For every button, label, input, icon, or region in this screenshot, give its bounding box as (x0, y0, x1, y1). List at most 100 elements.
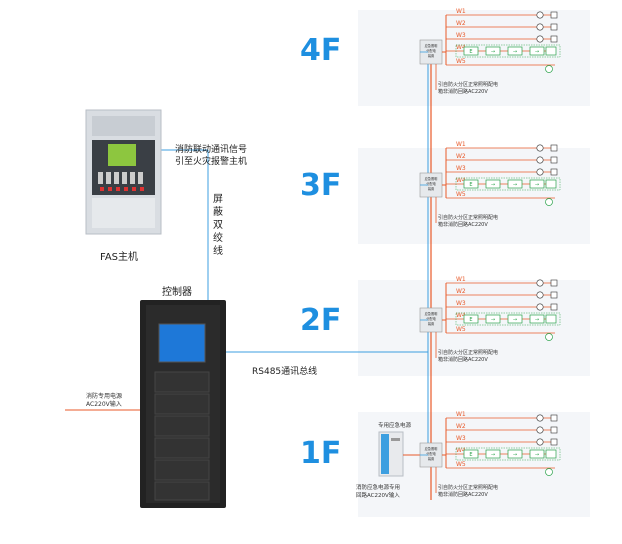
lamp-icon (536, 414, 544, 422)
panel-label-3f-3: 装置 (428, 186, 434, 191)
lamp-icon (536, 23, 544, 31)
lamp-icon (536, 438, 544, 446)
circuit-label-1f-w4: W4 (456, 447, 466, 454)
supply-note-line2-2f: 箱非消防回路AC220V (438, 356, 488, 363)
exit-sign-icon (463, 314, 479, 324)
floor-label-2f: 2F (300, 303, 341, 338)
circuit-label-2f-w1: W1 (456, 276, 466, 283)
exit-sign-icon (463, 46, 479, 56)
detector-icon (550, 438, 558, 446)
arrow-glyph: → (513, 49, 517, 55)
panel-label-2f-3: 装置 (428, 321, 434, 326)
fas-host (85, 109, 162, 235)
circuit-label-4f-w2: W2 (456, 20, 466, 27)
circuit-label-2f-w4: W4 (456, 312, 466, 319)
fas-host-label: FAS主机 (100, 250, 138, 263)
arrow-glyph: → (491, 317, 495, 323)
exit-sign-icon (463, 179, 479, 189)
floor-wiring-1f: 应急照明分配电装置W1W2W3W4E→→→W5引自防火分区正常照明配电箱非消防回… (419, 411, 561, 498)
exit-sign-icon (463, 449, 479, 459)
emergency-power-title: 专用应急电源 (378, 421, 412, 429)
circuit-label-2f-w3: W3 (456, 300, 466, 307)
emergency-power-note1: 消防应急电源专用 (356, 483, 400, 491)
circuit-label-3f-w1: W1 (456, 141, 466, 148)
arrow-glyph: → (535, 317, 539, 323)
direction-sign-icon (507, 449, 523, 459)
circuit-label-4f-w5: W5 (456, 58, 466, 65)
detector-icon (550, 11, 558, 19)
lamp-icon (536, 426, 544, 434)
controller-cabinet (140, 300, 226, 508)
arrow-glyph: → (535, 49, 539, 55)
detector-icon (550, 291, 558, 299)
arrow-glyph: → (535, 452, 539, 458)
fas-signal-line2: 引至火灾报警主机 (175, 155, 247, 167)
exit-sign-glyph: E (469, 452, 472, 458)
supply-note-line1-2f: 引自防火分区正常照明配电 (438, 349, 498, 356)
lamp-icon (536, 144, 544, 152)
direction-sign-icon (529, 449, 545, 459)
circuit-label-4f-w3: W3 (456, 32, 466, 39)
detector-icon (550, 156, 558, 164)
floor-wiring-3f: 应急照明分配电装置W1W2W3W4E→→→W5引自防火分区正常照明配电箱非消防回… (419, 141, 561, 228)
floor-wiring-4f: 应急照明分配电装置W1W2W3W4E→→→W5引自防火分区正常照明配电箱非消防回… (419, 8, 561, 95)
floor-label-4f: 4F (300, 33, 341, 68)
direction-sign-icon (507, 46, 523, 56)
controller-label: 控制器 (162, 285, 192, 298)
direction-sign-icon (545, 314, 557, 324)
supply-note-line2-4f: 箱非消防回路AC220V (438, 88, 488, 95)
direction-sign-icon (485, 46, 501, 56)
direction-sign-icon (529, 314, 545, 324)
panel-label-1f-1: 应急照明 (425, 446, 438, 451)
direction-sign-icon (529, 46, 545, 56)
arrow-glyph: → (491, 49, 495, 55)
circuit-label-1f-w5: W5 (456, 461, 466, 468)
lamp-icon (536, 11, 544, 19)
circuit-label-4f-w1: W1 (456, 8, 466, 15)
supply-note-line2-1f: 箱非消防回路AC220V (438, 491, 488, 498)
panel-label-2f-1: 应急照明 (425, 311, 438, 316)
direction-sign-icon (507, 179, 523, 189)
panel-label-4f-3: 装置 (428, 53, 434, 58)
lamp-icon (536, 279, 544, 287)
direction-sign-icon (545, 179, 557, 189)
arrow-glyph: → (491, 182, 495, 188)
sign-group-frame (455, 177, 561, 191)
cable-char-5: 线 (213, 244, 223, 257)
direction-sign-icon (485, 179, 501, 189)
direction-sign-icon (485, 314, 501, 324)
circuit-label-3f-w2: W2 (456, 153, 466, 160)
supply-note-line1-3f: 引自防火分区正常照明配电 (438, 214, 498, 221)
fas-signal-line1: 消防联动通讯信号 (175, 143, 247, 155)
direction-sign-icon (545, 449, 557, 459)
fas-buttons (98, 172, 144, 191)
sign-group-frame (455, 312, 561, 326)
cable-char-4: 绞 (213, 231, 223, 244)
fas-screen (108, 144, 136, 166)
circuit-label-1f-w1: W1 (456, 411, 466, 418)
detector-icon (550, 426, 558, 434)
cable-char-2: 蔽 (213, 206, 223, 218)
emergency-power-note2: 回路AC220V输入 (356, 491, 400, 499)
cable-char-3: 双 (213, 219, 223, 231)
detector-icon (550, 303, 558, 311)
arrow-glyph: → (535, 182, 539, 188)
circuit-label-3f-w4: W4 (456, 177, 466, 184)
lamp-icon (536, 168, 544, 176)
circuit-label-2f-w2: W2 (456, 288, 466, 295)
power-input-line1: 消防专用电源 (86, 392, 122, 400)
emergency-power-unit (378, 431, 404, 477)
detector-icon (550, 144, 558, 152)
exit-sign-glyph: E (469, 182, 472, 188)
supply-note-line1-4f: 引自防火分区正常照明配电 (438, 81, 498, 88)
circuit-label-4f-w4: W4 (456, 44, 466, 51)
sign-group-frame (455, 447, 561, 461)
detector-icon (550, 35, 558, 43)
direction-sign-icon (507, 314, 523, 324)
supply-note-line2-3f: 箱非消防回路AC220V (438, 221, 488, 228)
lamp-icon (536, 35, 544, 43)
panel-label-3f-2: 分配电 (426, 181, 436, 186)
floor-wiring-2f: 应急照明分配电装置W1W2W3W4E→→→W5引自防火分区正常照明配电箱非消防回… (419, 276, 561, 363)
arrow-glyph: → (513, 182, 517, 188)
